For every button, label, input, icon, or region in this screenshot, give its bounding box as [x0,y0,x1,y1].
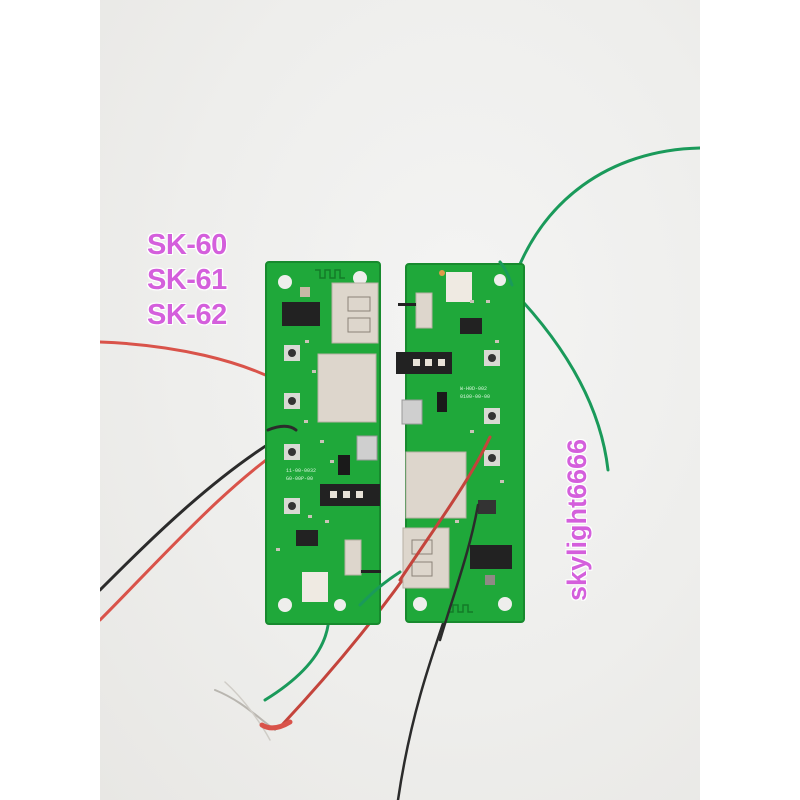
slide-switch [415,292,433,329]
svg-text:G0-00P-00: G0-00P-00 [286,476,313,482]
model-label-sk60: SK-60 [147,229,227,261]
model-labels: SK-60 SK-61 SK-62 [147,228,227,333]
model-label-sk62: SK-62 [147,299,227,331]
audio-jack [396,352,452,374]
product-photo: 11-00-0032 G0-00P-00 [100,0,700,800]
left-board: 11-00-0032 G0-00P-00 [265,261,381,625]
connector-header [302,572,328,602]
tactile-buttons [284,345,300,514]
antenna-trace [315,269,345,279]
svg-text:W-H0D-002: W-H0D-002 [460,386,487,392]
svg-text:11-00-0032: 11-00-0032 [286,468,316,474]
svg-text:0100-00-00: 0100-00-00 [460,394,490,400]
ic-chip [470,545,512,569]
micro-usb-port [356,435,378,461]
sd-card-slot [405,451,467,519]
slide-switch [344,539,362,576]
ic-chip [282,302,320,326]
tactile-buttons [484,350,500,466]
usb-a-port [402,527,450,589]
usb-a-port [331,282,379,344]
seller-watermark: skylight6666 [562,438,592,602]
micro-usb-port [401,399,423,425]
pcb-scene: 11-00-0032 G0-00P-00 [100,146,700,800]
model-label-sk61: SK-61 [147,264,227,296]
right-board: W-H0D-002 0100-00-00 [396,263,525,623]
connector-header [446,272,472,302]
ic-chip-small [296,530,318,546]
sd-card-slot [317,353,377,423]
